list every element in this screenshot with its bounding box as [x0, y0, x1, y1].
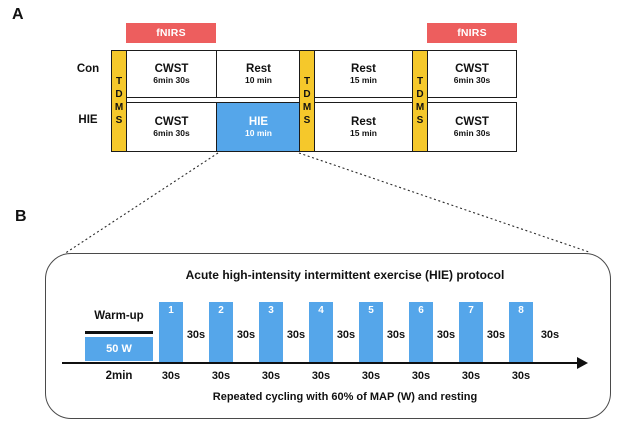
interval-number: 5 [368, 305, 374, 316]
tdms-letter: D [303, 89, 311, 100]
rest-duration-label: 30s [486, 329, 506, 341]
work-duration-label: 30s [411, 370, 431, 382]
warmup-intensity-line [85, 331, 153, 334]
cell-duration: 15 min [350, 74, 377, 85]
cell-duration: 6min 30s [453, 127, 491, 138]
cell-hie-cwst-2: CWST 6min 30s [427, 102, 517, 152]
timeline-arrowhead-icon [577, 357, 588, 369]
tdms-letter: D [416, 89, 424, 100]
rest-duration-label: 30s [286, 329, 306, 341]
rest-duration-label: 30s [386, 329, 406, 341]
tdms-bar-3: T D M S [412, 50, 428, 152]
cell-con-cwst-2: CWST 6min 30s [427, 50, 517, 98]
fnirs-badge-right: fNIRS [427, 23, 517, 43]
row-label-hie: HIE [78, 114, 98, 126]
hie-interval-bar-6: 6 [409, 302, 433, 362]
cell-title: CWST [455, 62, 489, 75]
work-duration-label: 30s [211, 370, 231, 382]
cell-title: Rest [351, 115, 376, 128]
cell-hie-exercise: HIE 10 min [216, 102, 301, 152]
hie-interval-bar-3: 3 [259, 302, 283, 362]
cell-duration: 6min 30s [153, 74, 190, 85]
tdms-letter: T [416, 76, 424, 87]
interval-number: 4 [318, 305, 324, 316]
tdms-letter: S [115, 115, 123, 126]
work-duration-label: 30s [461, 370, 481, 382]
hie-interval-bar-5: 5 [359, 302, 383, 362]
work-duration-label: 30s [161, 370, 181, 382]
fnirs-badge-left: fNIRS [126, 23, 216, 43]
tdms-letter: T [115, 76, 123, 87]
interval-number: 2 [218, 305, 224, 316]
rest-duration-label: 30s [336, 329, 356, 341]
tdms-letter: M [415, 102, 425, 113]
cell-title: CWST [154, 115, 189, 128]
cell-hie-rest-15: Rest 15 min [313, 102, 414, 152]
hie-interval-bar-8: 8 [509, 302, 533, 362]
cell-duration: 10 min [245, 74, 272, 85]
cell-title: HIE [248, 115, 269, 128]
tdms-letter: S [303, 115, 311, 126]
timeline-axis [62, 362, 579, 365]
row-label-con: Con [76, 63, 100, 75]
cell-duration: 15 min [350, 127, 377, 138]
panel-b-label: B [15, 208, 27, 225]
protocol-footer-caption: Repeated cycling with 60% of MAP (W) and… [212, 391, 478, 403]
cell-duration: 6min 30s [453, 74, 491, 85]
cell-title: CWST [154, 62, 189, 75]
cell-con-rest-15: Rest 15 min [313, 50, 414, 98]
hie-interval-bar-7: 7 [459, 302, 483, 362]
work-duration-label: 30s [361, 370, 381, 382]
cell-con-cwst-1: CWST 6min 30s [126, 50, 217, 98]
interval-number: 1 [168, 305, 174, 316]
rest-duration-label: 30s [540, 329, 560, 341]
work-duration-label: 30s [261, 370, 281, 382]
tdms-letter: M [302, 102, 312, 113]
interval-number: 3 [268, 305, 274, 316]
rest-duration-label: 30s [186, 329, 206, 341]
cell-title: Rest [246, 62, 271, 75]
rest-duration-label: 30s [236, 329, 256, 341]
tdms-letter: D [115, 89, 123, 100]
tdms-bar-2: T D M S [299, 50, 315, 152]
rest-duration-label: 30s [436, 329, 456, 341]
tdms-letter: T [303, 76, 311, 87]
work-duration-label: 30s [311, 370, 331, 382]
hie-interval-bar-1: 1 [159, 302, 183, 362]
interval-number: 6 [418, 305, 424, 316]
protocol-title: Acute high-intensity intermittent exerci… [185, 268, 505, 282]
cell-title: Rest [351, 62, 376, 75]
cell-con-rest-10: Rest 10 min [216, 50, 301, 98]
cell-hie-cwst-1: CWST 6min 30s [126, 102, 217, 152]
hie-protocol-box [45, 253, 611, 419]
interval-number: 8 [518, 305, 524, 316]
tdms-letter: S [416, 115, 424, 126]
tdms-letter: M [114, 102, 124, 113]
warmup-duration-label: 2min [105, 370, 133, 382]
hie-interval-bar-2: 2 [209, 302, 233, 362]
warmup-label: Warm-up [94, 310, 144, 322]
panel-a-label: A [12, 6, 24, 23]
cell-duration: 6min 30s [153, 127, 190, 138]
warmup-power-box: 50 W [85, 337, 153, 361]
work-duration-label: 30s [511, 370, 531, 382]
cell-title: CWST [455, 115, 489, 128]
hie-interval-bar-4: 4 [309, 302, 333, 362]
interval-number: 7 [468, 305, 474, 316]
tdms-bar-1: T D M S [111, 50, 127, 152]
cell-duration: 10 min [245, 127, 272, 138]
